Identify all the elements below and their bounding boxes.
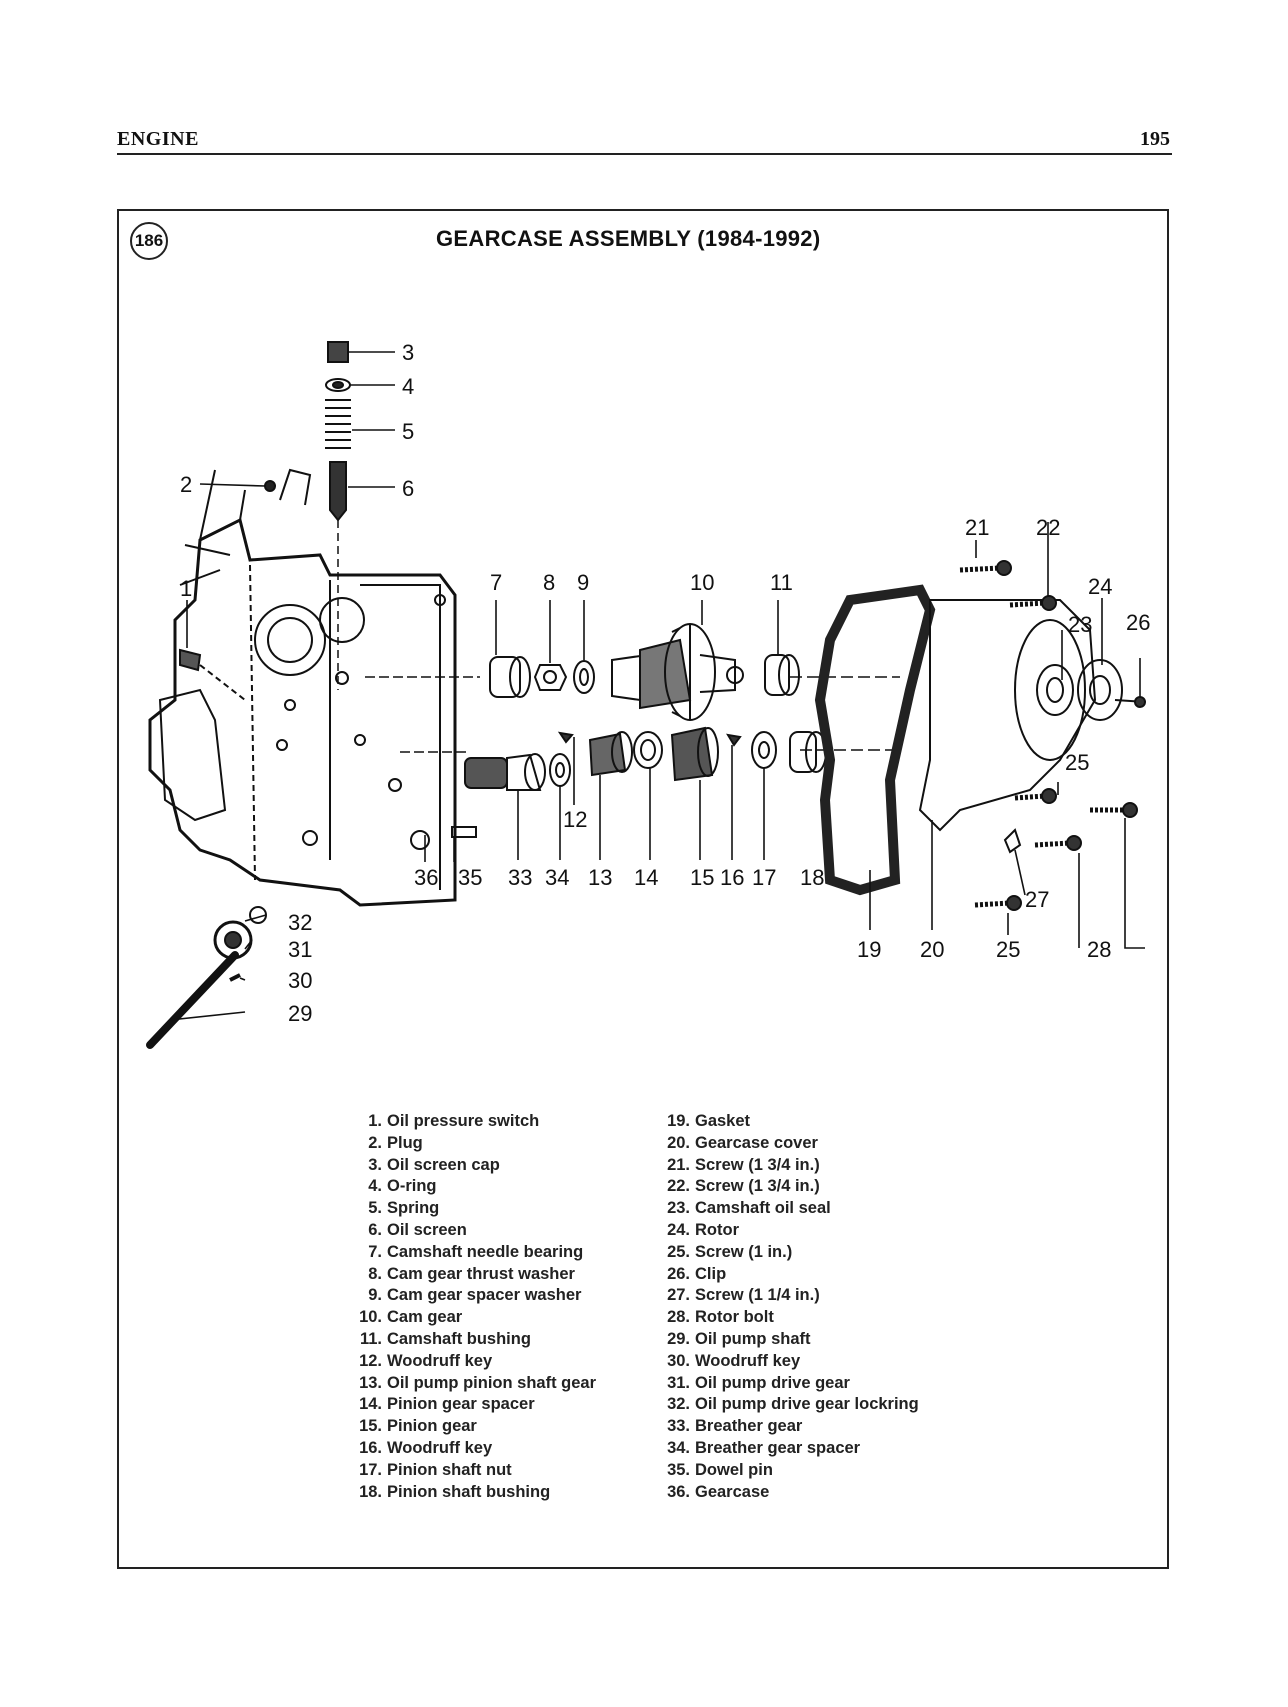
legend-item: 2.Plug bbox=[368, 1133, 423, 1152]
legend-item: 5.Spring bbox=[368, 1199, 440, 1218]
callout-7: 7 bbox=[490, 570, 502, 595]
callout-31: 31 bbox=[288, 937, 312, 962]
callout-34: 34 bbox=[545, 865, 569, 890]
callout-14: 14 bbox=[634, 865, 658, 890]
legend-item: 24.Rotor bbox=[667, 1220, 739, 1239]
legend-item: 16.Woodruff key bbox=[359, 1438, 493, 1457]
figure-number-badge: 186 bbox=[130, 222, 168, 260]
legend-item: 22.Screw (1 3/4 in.) bbox=[667, 1177, 820, 1196]
callout-24: 24 bbox=[1088, 574, 1112, 599]
legend-item: 32.Oil pump drive gear lockring bbox=[667, 1395, 919, 1414]
callout-29: 29 bbox=[288, 1001, 312, 1026]
legend-item: 30.Woodruff key bbox=[667, 1351, 801, 1370]
legend-item: 36.Gearcase bbox=[667, 1482, 770, 1501]
legend-item: 10.Cam gear bbox=[359, 1308, 463, 1327]
callout-28: 26 bbox=[1126, 610, 1150, 635]
section-title: ENGINE bbox=[117, 128, 199, 150]
callout-23: 23 bbox=[1068, 612, 1092, 637]
callout-32: 32 bbox=[288, 910, 312, 935]
legend-item: 12.Woodruff key bbox=[359, 1351, 493, 1370]
callout-27: 28 bbox=[1087, 937, 1111, 962]
legend-item: 13.Oil pump pinion shaft gear bbox=[359, 1373, 597, 1392]
legend-item: 4.O-ring bbox=[368, 1177, 437, 1196]
legend-item: 21.Screw (1 3/4 in.) bbox=[667, 1155, 820, 1174]
callout-33: 33 bbox=[508, 865, 532, 890]
callout-36: 36 bbox=[414, 865, 438, 890]
callout-12: 12 bbox=[563, 807, 587, 832]
callout-9: 9 bbox=[577, 570, 589, 595]
legend-item: 14.Pinion gear spacer bbox=[359, 1395, 535, 1414]
callout-3: 3 bbox=[402, 340, 414, 365]
callout-18: 18 bbox=[800, 865, 824, 890]
callout-5: 5 bbox=[402, 419, 414, 444]
figure-frame bbox=[117, 209, 1169, 1569]
callout-20: 20 bbox=[920, 937, 944, 962]
legend-right-column: 19.Gasket 20.Gearcase cover 21.Screw (1 … bbox=[660, 1111, 919, 1503]
legend-item: 9.Cam gear spacer washer bbox=[368, 1286, 582, 1305]
legend-item: 6.Oil screen bbox=[368, 1220, 467, 1239]
legend-item: 27.Screw (1 1/4 in.) bbox=[667, 1286, 820, 1305]
callout-13: 13 bbox=[588, 865, 612, 890]
callout-6: 6 bbox=[402, 476, 414, 501]
legend-item: 33.Breather gear bbox=[667, 1417, 803, 1436]
legend-item: 26.Clip bbox=[667, 1264, 727, 1283]
callout-19: 19 bbox=[857, 937, 881, 962]
legend-item: 17.Pinion shaft nut bbox=[359, 1460, 512, 1479]
callout-35: 35 bbox=[458, 865, 482, 890]
oil-screen-stack bbox=[325, 341, 351, 690]
legend-item: 20.Gearcase cover bbox=[667, 1133, 818, 1152]
callout-26: 27 bbox=[1025, 887, 1049, 912]
legend-left-column: 1.Oil pressure switch 2.Plug 3.Oil scree… bbox=[352, 1111, 596, 1503]
legend-item: 15.Pinion gear bbox=[359, 1417, 477, 1436]
callout-16: 16 bbox=[720, 865, 744, 890]
legend-item: 23.Camshaft oil seal bbox=[667, 1199, 831, 1218]
callout-17: 17 bbox=[752, 865, 776, 890]
legend-item: 25.Screw (1 in.) bbox=[667, 1242, 793, 1261]
legend-item: 29.Oil pump shaft bbox=[667, 1329, 811, 1348]
legend-item: 28.Rotor bolt bbox=[667, 1308, 774, 1327]
callout-15: 15 bbox=[690, 865, 714, 890]
figure-title: GEARCASE ASSEMBLY (1984-1992) bbox=[436, 226, 821, 251]
callout-4: 4 bbox=[402, 374, 414, 399]
gearcase-part bbox=[148, 468, 457, 907]
legend-item: 18.Pinion shaft bushing bbox=[359, 1482, 551, 1501]
legend-item: 19.Gasket bbox=[667, 1112, 751, 1130]
callout-11: 11 bbox=[770, 570, 793, 595]
callout-2: 2 bbox=[180, 472, 192, 497]
legend-item: 7.Camshaft needle bearing bbox=[368, 1242, 584, 1261]
legend-item: 3.Oil screen cap bbox=[368, 1155, 500, 1174]
header-rule bbox=[117, 153, 1172, 155]
legend-item: 8.Cam gear thrust washer bbox=[368, 1264, 575, 1283]
callout-10: 10 bbox=[690, 570, 714, 595]
callout-30: 30 bbox=[288, 968, 312, 993]
callout-1: 1 bbox=[180, 576, 192, 601]
page-number: 195 bbox=[1140, 128, 1170, 150]
legend-item: 34.Breather gear spacer bbox=[667, 1438, 861, 1457]
legend-item: 35.Dowel pin bbox=[667, 1460, 773, 1479]
legend-item: 11.Camshaft bushing bbox=[359, 1329, 531, 1348]
callout-25b: 25 bbox=[996, 937, 1020, 962]
legend-item: 1.Oil pressure switch bbox=[368, 1112, 540, 1130]
legend-item: 31.Oil pump drive gear bbox=[667, 1373, 850, 1392]
callout-25a: 25 bbox=[1065, 750, 1089, 775]
callout-21: 21 bbox=[965, 515, 989, 540]
callout-8: 8 bbox=[543, 570, 555, 595]
callout-22: 22 bbox=[1036, 515, 1060, 540]
